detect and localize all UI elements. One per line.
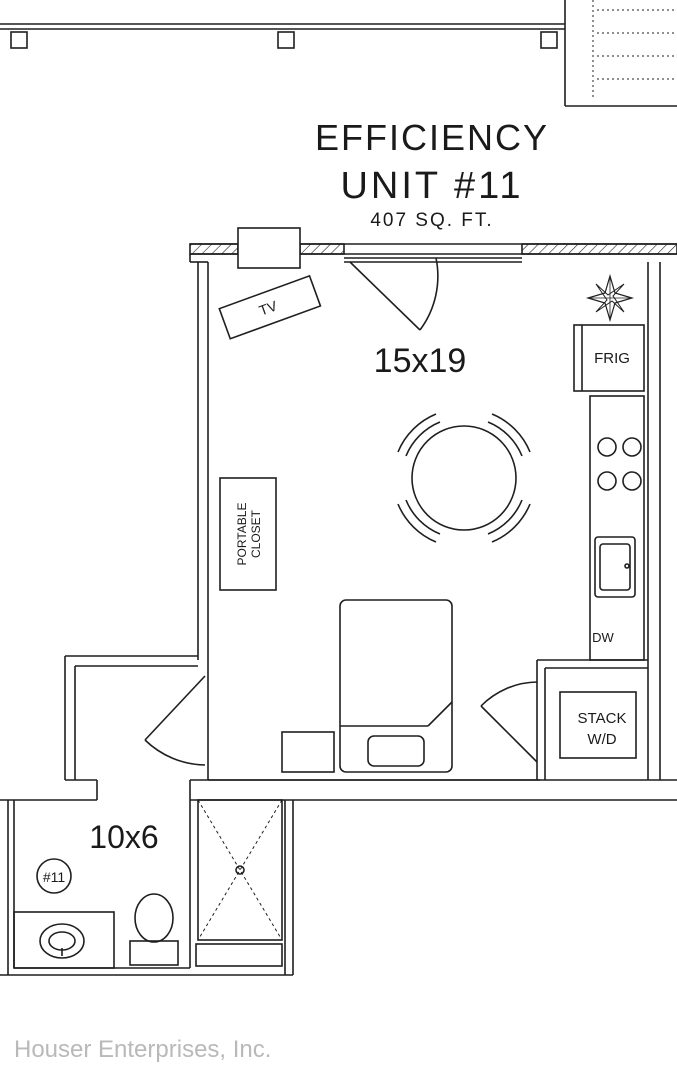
pillow — [367, 735, 425, 767]
dw-label: DW — [592, 630, 614, 645]
wall-hatch-mid — [299, 243, 345, 255]
vanity — [13, 911, 115, 969]
column-marker — [10, 31, 28, 49]
shower-drain — [235, 865, 245, 875]
chair — [491, 503, 531, 543]
dining-table — [411, 425, 517, 531]
wd-label: W/D — [587, 731, 616, 748]
compass-icon — [585, 273, 635, 323]
burner — [597, 471, 617, 491]
chair — [491, 413, 531, 453]
wall-hatch-right — [521, 243, 677, 255]
wall-hatch-left — [189, 243, 239, 255]
closet-label-line1: PORTABLE — [235, 503, 249, 566]
watermark: Houser Enterprises, Inc. — [14, 1036, 272, 1063]
burner — [597, 437, 617, 457]
chair — [397, 413, 437, 453]
kitchen-counter — [589, 395, 645, 661]
bath-tag: #11 — [43, 869, 66, 885]
closet-label-line2: CLOSET — [249, 509, 263, 558]
stack-washer-dryer — [559, 691, 637, 759]
tv-label: TV — [257, 297, 280, 318]
chair — [397, 503, 437, 543]
laundry-door — [480, 681, 538, 707]
unit-tag-circle — [36, 858, 72, 894]
bath-door — [144, 739, 206, 766]
bed — [339, 599, 453, 773]
fridge — [573, 324, 645, 392]
area-label: 407 SQ. FT. — [370, 210, 493, 231]
toilet — [134, 893, 174, 943]
kitchen-sink — [594, 536, 636, 598]
shower — [197, 799, 283, 941]
unit-name-label: UNIT #11 — [340, 165, 523, 207]
main-room-size: 15x19 — [374, 342, 467, 380]
burner — [622, 437, 642, 457]
frig-label: FRIG — [594, 350, 630, 367]
column-marker — [540, 31, 558, 49]
unit-type-label: EFFICIENCY — [315, 117, 549, 158]
entry-door — [349, 261, 421, 331]
bath-size: 10x6 — [89, 819, 158, 855]
portable-closet — [219, 477, 277, 591]
window-unit — [237, 227, 301, 269]
tv — [218, 274, 322, 340]
column-marker — [277, 31, 295, 49]
stack-label: STACK — [578, 710, 627, 727]
nightstand — [281, 731, 335, 773]
burner — [622, 471, 642, 491]
bath-sink — [39, 923, 85, 959]
